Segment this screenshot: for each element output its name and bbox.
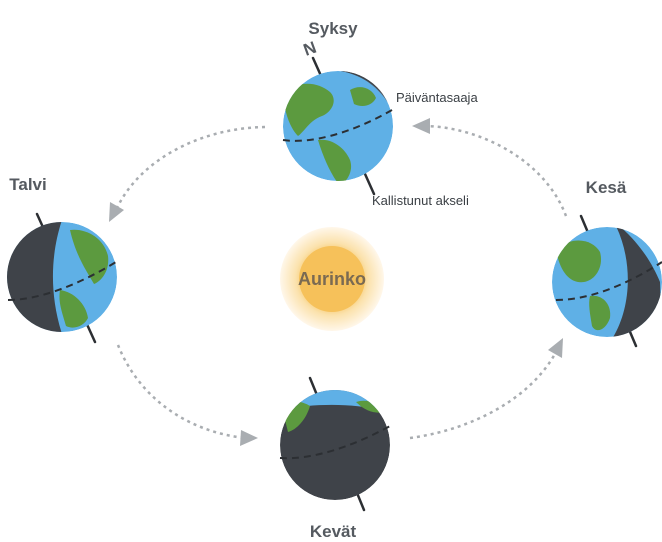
orbit-arrows	[109, 118, 568, 446]
earth-winter	[7, 212, 117, 344]
arrow-head-spring	[240, 430, 258, 446]
label-winter: Talvi	[9, 175, 46, 194]
arrow-winter-to-spring	[116, 344, 246, 440]
arrow-head-winter	[109, 202, 124, 222]
label-autumn: Syksy	[308, 19, 358, 38]
sun-label: Aurinko	[298, 269, 366, 289]
earth-autumn: N	[282, 38, 393, 196]
spring-equator	[279, 425, 391, 460]
arrow-summer-to-autumn	[424, 124, 568, 217]
tilted-axis-label: Kallistunut akseli	[372, 193, 469, 208]
earth-spring	[279, 376, 391, 512]
arrow-head-autumn	[412, 118, 430, 134]
summer-equator	[555, 261, 662, 301]
winter-equator	[7, 261, 117, 301]
sun: Aurinko	[280, 227, 384, 331]
arrow-spring-to-summer	[409, 351, 558, 440]
earth-summer	[552, 214, 662, 348]
sun-core	[299, 246, 365, 312]
arrow-head-summer	[548, 338, 563, 358]
equator-line	[282, 109, 393, 142]
equator-label: Päiväntasaaja	[396, 90, 478, 105]
arrow-autumn-to-winter	[115, 125, 266, 209]
label-summer: Kesä	[586, 178, 627, 197]
label-spring: Kevät	[310, 522, 357, 541]
north-label: N	[301, 38, 319, 60]
